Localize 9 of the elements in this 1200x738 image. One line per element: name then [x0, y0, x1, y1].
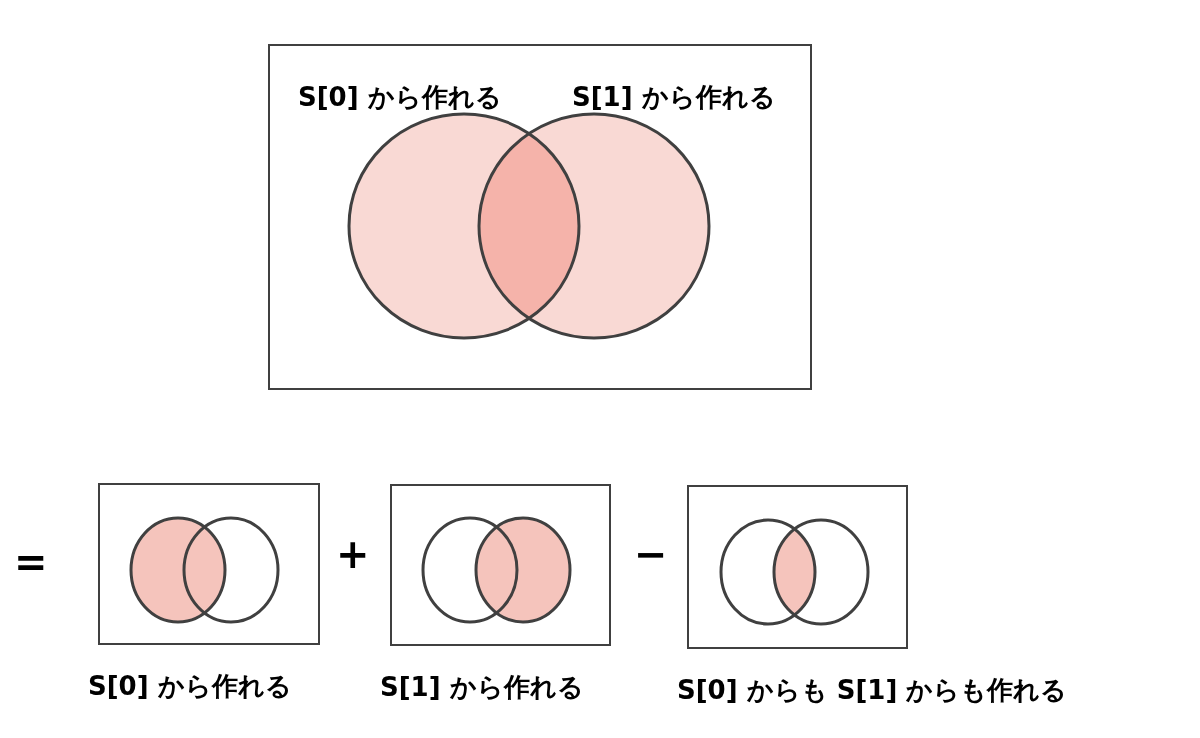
- operator-sign: +: [336, 534, 370, 574]
- set-label: S[1] から作れる: [572, 84, 776, 110]
- node-label: S[1] から作れる: [380, 674, 584, 700]
- operator-sign: −: [634, 534, 668, 574]
- frame-box: [268, 44, 812, 390]
- node-label: S[0] から作れる: [88, 673, 292, 699]
- set-label: S[0] から作れる: [298, 84, 502, 110]
- operator-sign: =: [14, 542, 48, 582]
- node-label: S[0] からも S[1] からも作れる: [677, 677, 1068, 703]
